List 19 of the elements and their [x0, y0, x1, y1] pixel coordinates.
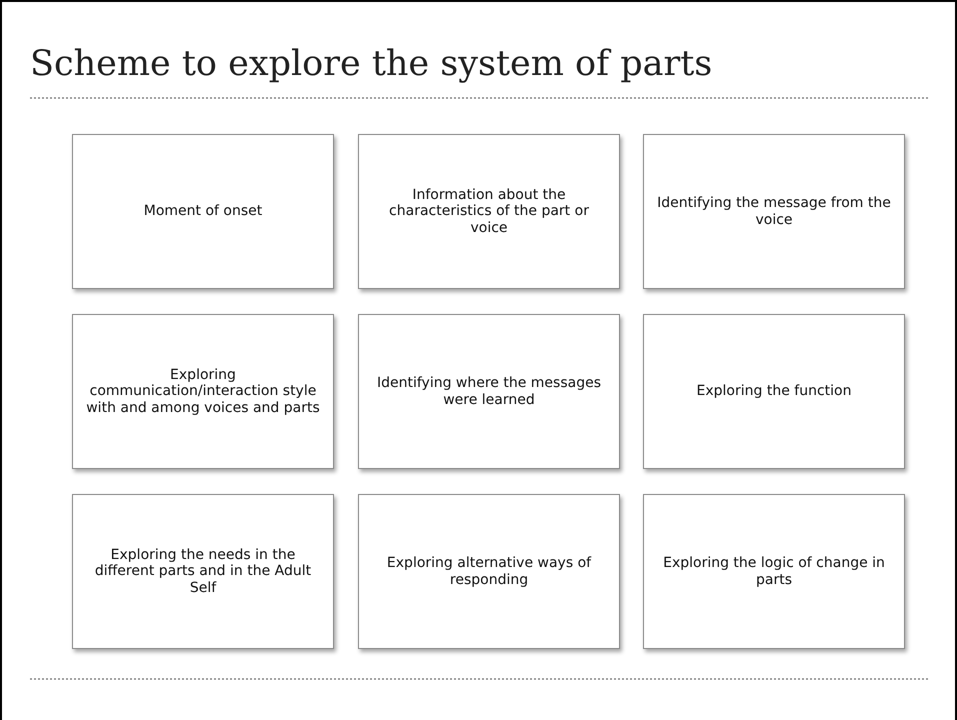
card-text: Exploring the logic of change in parts [662, 555, 886, 588]
card-text: Exploring the function [696, 383, 852, 400]
text-card [358, 314, 620, 469]
card-text: Exploring alternative ways of responding [386, 555, 592, 588]
text-card [643, 494, 905, 649]
card-text: Moment of onset [144, 203, 262, 220]
text-card [643, 314, 905, 469]
card-text: Exploring communication/interaction style with and among voices and parts [85, 367, 321, 416]
text-card [358, 134, 620, 289]
card-text: Exploring the needs in the different parts and in the Adult Self [94, 547, 312, 596]
card-text: Identifying where the messages were learned [376, 375, 602, 408]
text-card [358, 494, 620, 649]
card-text: Identifying the message from the voice [656, 195, 892, 228]
text-card [72, 134, 334, 289]
text-card [72, 494, 334, 649]
slide-title: Scheme to explore the system of parts [30, 44, 712, 84]
card-text: Information about the characteristics of the part or voice [388, 187, 590, 236]
text-card [643, 134, 905, 289]
text-card [72, 314, 334, 469]
